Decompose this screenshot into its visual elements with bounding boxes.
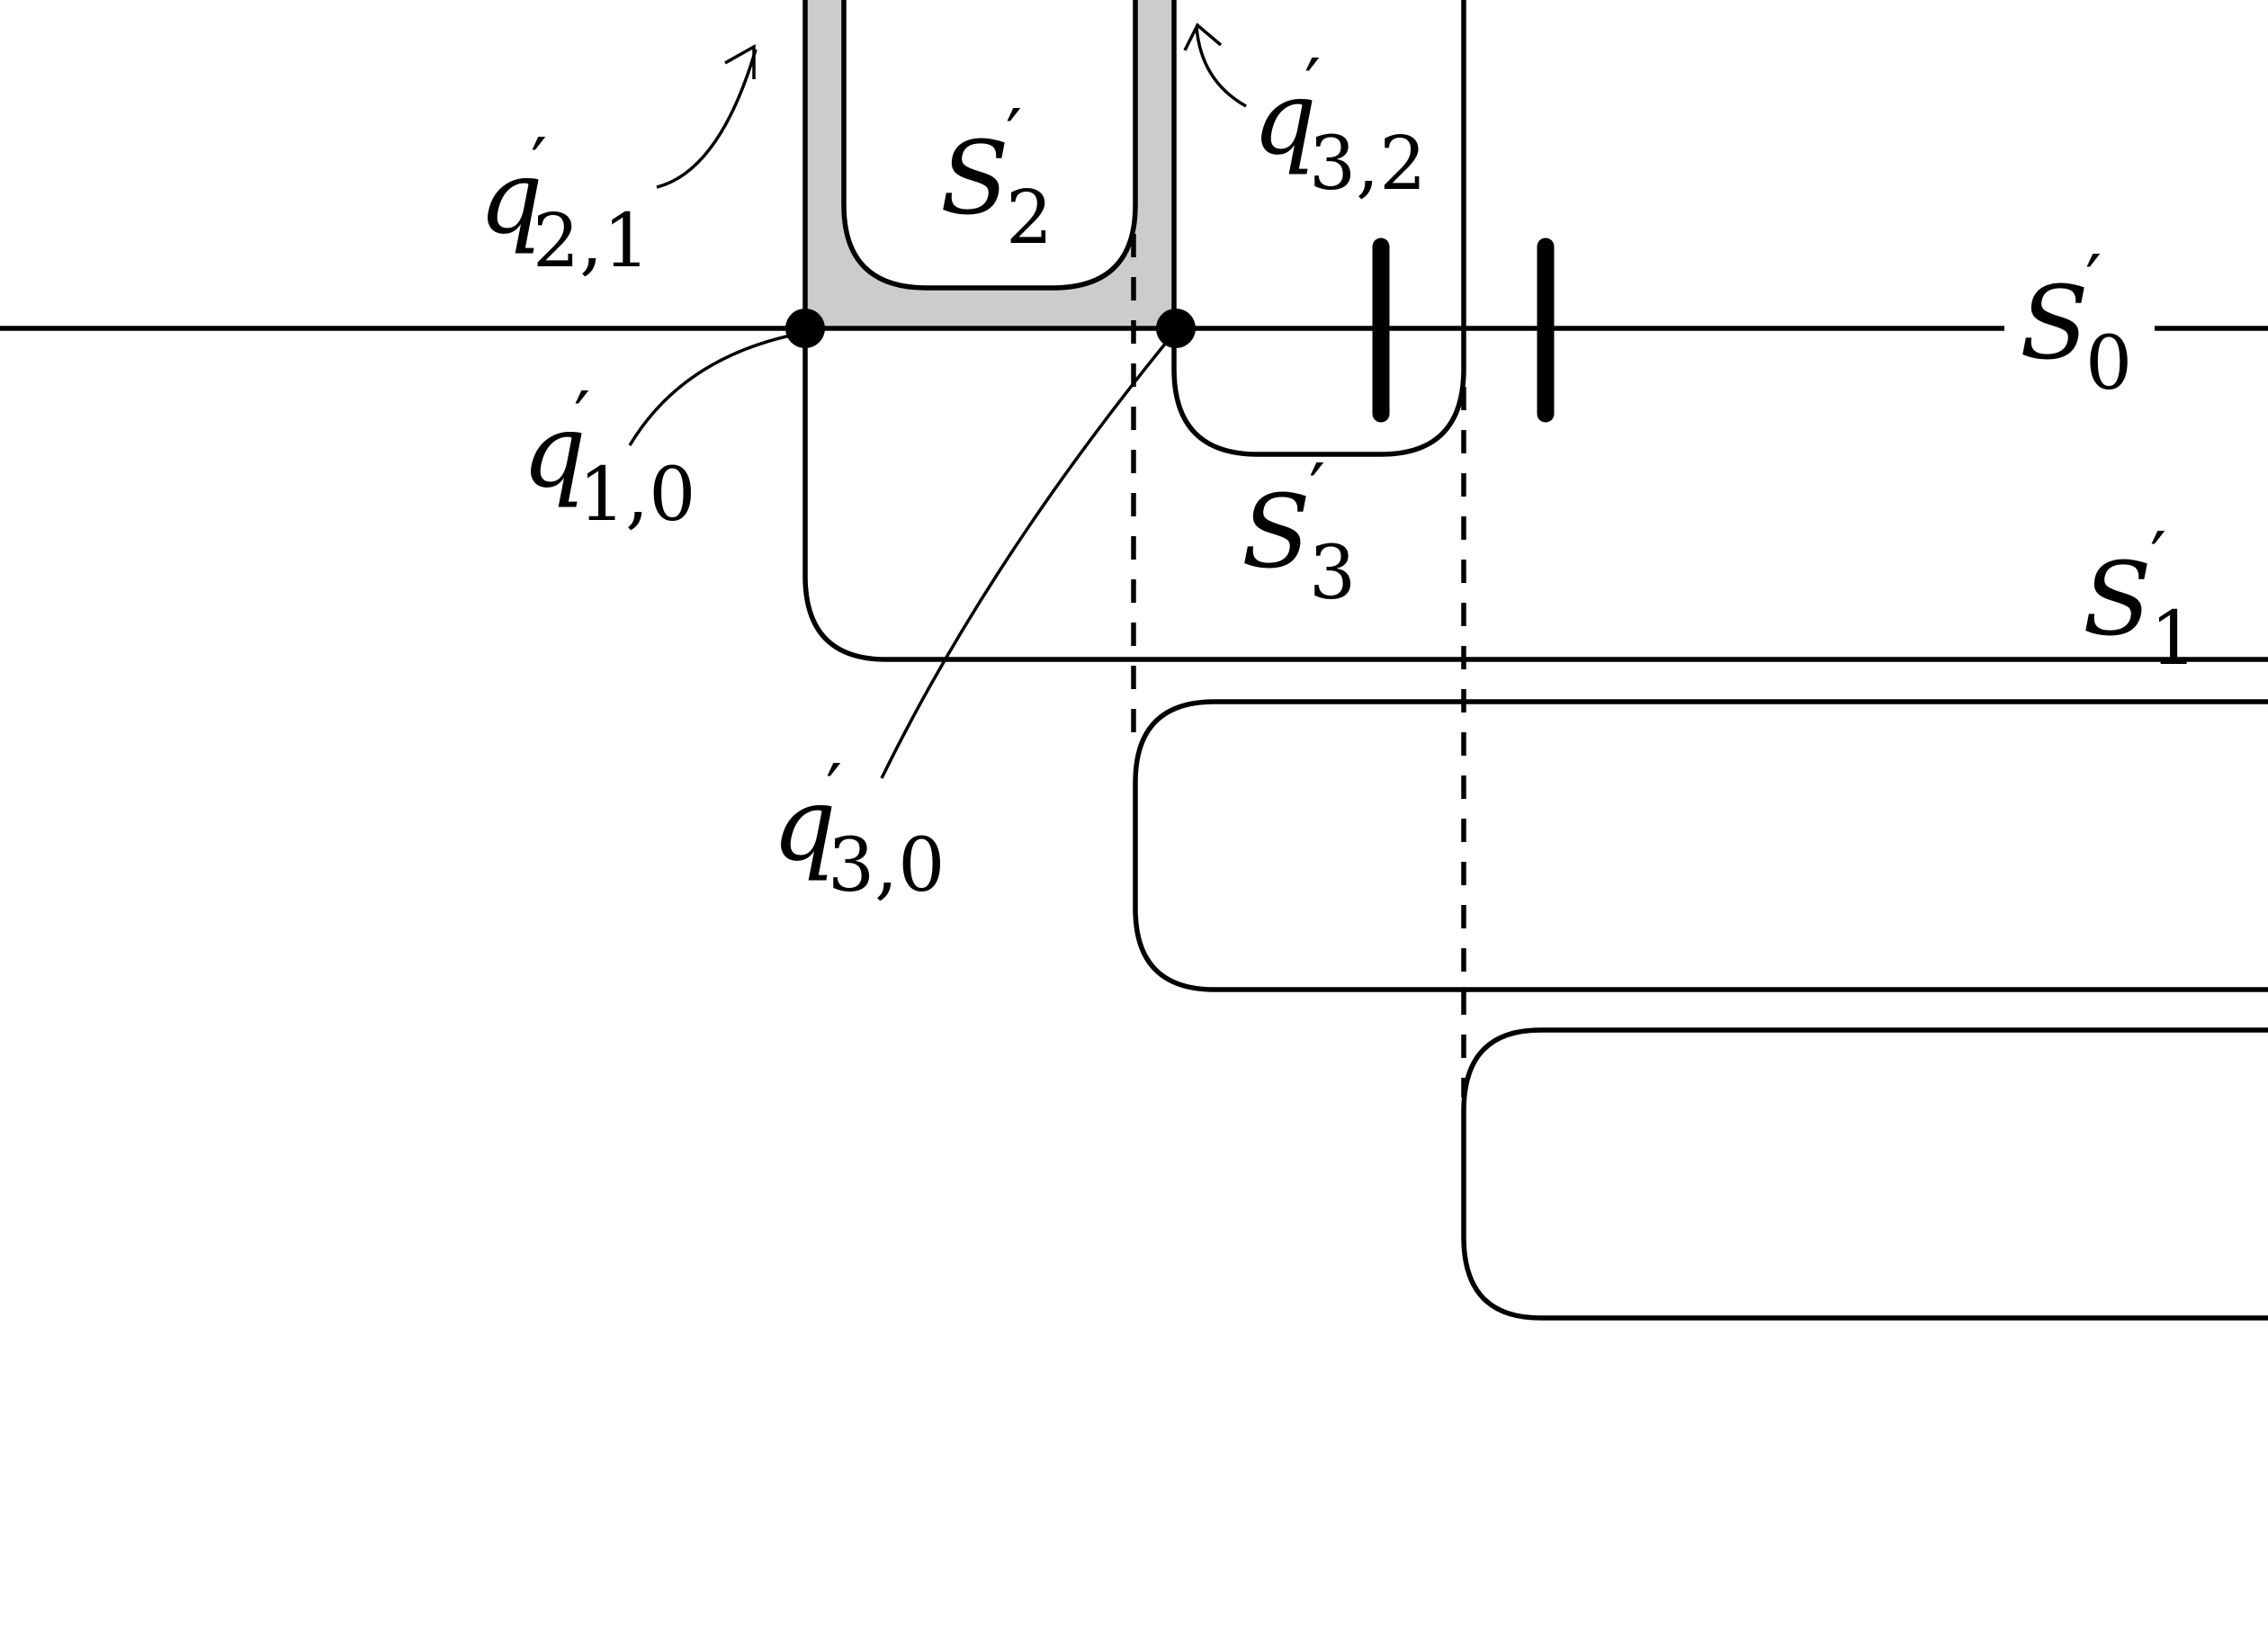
svg-text:3: 3	[1309, 531, 1356, 616]
label-q10: q ′ 1,0	[522, 376, 695, 538]
svg-text:′: ′	[574, 376, 590, 460]
point-q30-q32	[1156, 309, 1196, 348]
s2-shaded-region	[805, 0, 1174, 328]
svg-text:q: q	[522, 393, 587, 510]
svg-text:′: ′	[1006, 94, 1022, 177]
svg-text:′: ′	[826, 748, 842, 832]
label-s2: S ′ 2	[940, 94, 1053, 261]
svg-text:2,1: 2,1	[533, 199, 650, 284]
svg-text:q: q	[479, 139, 543, 256]
leader-q32	[1195, 26, 1247, 108]
svg-text:S: S	[2083, 542, 2152, 659]
svg-text:′: ′	[1304, 43, 1321, 127]
label-s0: S ′ 0	[2020, 239, 2132, 407]
leader-q30	[880, 331, 1176, 779]
svg-text:′: ′	[531, 122, 547, 206]
s2-inner-boundary	[841, 0, 1138, 291]
svg-text:2: 2	[1006, 175, 1053, 261]
svg-text:q: q	[772, 766, 837, 883]
label-q21: q ′ 2,1	[479, 122, 650, 284]
svg-text:q: q	[1252, 60, 1317, 177]
svg-text:′: ′	[2085, 239, 2102, 323]
svg-text:3,0: 3,0	[828, 823, 945, 909]
svg-text:′: ′	[2150, 516, 2166, 600]
svg-text:S: S	[1242, 474, 1311, 591]
leader-q10	[628, 331, 804, 446]
label-q32: q ′ 3,2	[1252, 43, 1426, 207]
svg-text:1: 1	[2150, 596, 2197, 682]
svg-text:0: 0	[2085, 321, 2132, 407]
s3-boundary	[1171, 0, 1466, 457]
svg-text:1,0: 1,0	[578, 453, 695, 538]
lower-box-2	[1461, 1027, 2268, 1321]
lower-box-1	[1133, 699, 2268, 992]
label-s3: S ′ 3	[1242, 448, 1356, 616]
svg-text:S: S	[940, 121, 1009, 237]
svg-text:′: ′	[1309, 448, 1325, 532]
arrow-head-q32	[1183, 22, 1223, 51]
svg-text:3,2: 3,2	[1309, 121, 1426, 207]
svg-text:S: S	[2020, 265, 2089, 382]
s1-boundary	[802, 0, 2268, 662]
arrow-head-q21	[724, 44, 756, 79]
point-q10-q21	[785, 309, 825, 348]
leader-q21	[656, 49, 757, 189]
label-q30: q ′ 3,0	[772, 748, 945, 909]
